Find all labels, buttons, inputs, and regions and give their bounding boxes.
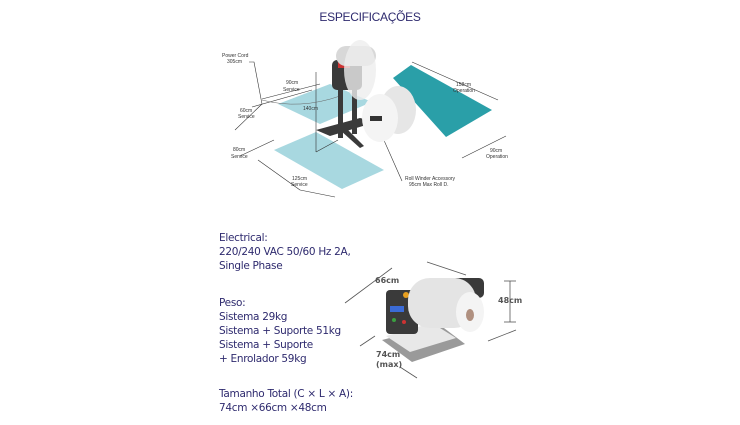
operation-length-value: 158cm	[456, 82, 471, 88]
machine-diagram: 66cm 48cm 74cm (max)	[344, 261, 522, 379]
weight-line2: Sistema + Suporte 51kg	[219, 325, 341, 337]
weight-line4: + Enrolador 59kg	[219, 353, 307, 365]
roll-icon	[336, 40, 416, 142]
electrical-heading: Electrical:	[219, 232, 268, 244]
size-value: 74cm ×66cm ×48cm	[219, 402, 327, 414]
service-top-label: Service	[283, 87, 300, 93]
operation-width-value: 90cm	[490, 148, 502, 154]
service-left-label: Service	[238, 114, 255, 120]
service-bottom-label: Service	[291, 182, 308, 188]
machine-width-label: 66cm	[375, 276, 399, 285]
height-value: 140cm	[303, 106, 318, 112]
operation-width-label: Operation	[486, 154, 508, 160]
power-cord-value: 305cm	[227, 59, 242, 65]
service-lower-left-label: Service	[231, 154, 248, 160]
roll-winder-label: Roll Winder Accessory	[405, 176, 456, 182]
roll-winder-note: 95cm Max Roll D.	[409, 182, 448, 188]
service-bottom-value: 125cm	[292, 176, 307, 182]
service-left-value: 60cm	[240, 108, 252, 114]
service-area-upper	[278, 84, 372, 124]
weight-heading: Peso:	[219, 297, 246, 309]
electrical-spec: Electrical: 220/240 VAC 50/60 Hz 2A, Sin…	[219, 231, 351, 273]
service-top-value: 90cm	[286, 80, 298, 86]
power-cord-label: Power Cord	[222, 53, 249, 59]
page-title: ESPECIFICAÇÕES	[319, 10, 421, 24]
machine-length-note: (max)	[376, 360, 402, 369]
service-lower-left-value: 80cm	[233, 147, 245, 153]
service-area-lower	[274, 132, 384, 189]
weight-line3: Sistema + Suporte	[219, 339, 313, 351]
size-heading: Tamanho Total (C × L × A):	[219, 388, 353, 400]
machine-height-label: 48cm	[498, 296, 522, 305]
operation-area	[393, 65, 492, 137]
electrical-line2: Single Phase	[219, 260, 283, 272]
operation-length-label: Operation	[453, 88, 475, 94]
electrical-line1: 220/240 VAC 50/60 Hz 2A,	[219, 246, 351, 258]
machine-length-label: 74cm	[376, 350, 400, 359]
size-spec: Tamanho Total (C × L × A): 74cm ×66cm ×4…	[219, 387, 353, 415]
weight-spec: Peso: Sistema 29kg Sistema + Suporte 51k…	[219, 296, 341, 366]
weight-line1: Sistema 29kg	[219, 311, 288, 323]
